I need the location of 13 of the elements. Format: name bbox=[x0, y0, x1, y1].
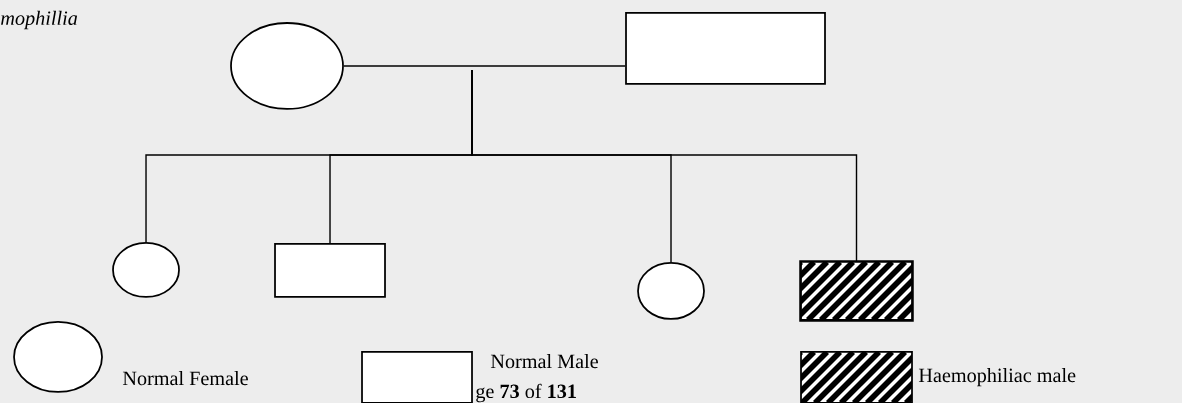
line bbox=[471, 69, 858, 262]
heading-text: mophillia bbox=[1, 10, 78, 30]
female-circle bbox=[637, 262, 705, 320]
legend-text: Haemophiliac male bbox=[918, 367, 1076, 387]
line bbox=[343, 65, 626, 67]
male-square bbox=[625, 12, 826, 85]
page-number: ge 73 of 131 bbox=[476, 383, 576, 403]
female-circle bbox=[230, 22, 344, 110]
legend-text: Normal Female bbox=[122, 370, 248, 386]
hatched-male-square bbox=[799, 260, 914, 322]
female-circle bbox=[112, 242, 180, 298]
male-square bbox=[274, 243, 386, 298]
legend-text: Normal Male bbox=[490, 353, 598, 369]
